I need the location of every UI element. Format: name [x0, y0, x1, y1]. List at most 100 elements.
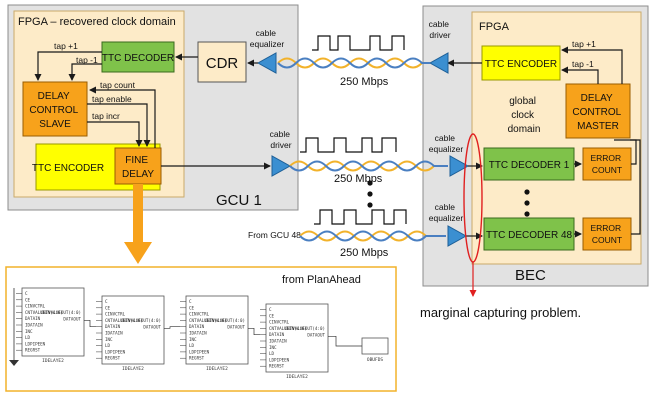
bot-rate-label: 250 Mbps: [340, 247, 389, 259]
idelaye2-block: [101, 295, 165, 365]
bec-cable-driver-icon: [428, 52, 449, 74]
bec-eq1-line2: equalizer: [429, 144, 464, 154]
idelaye2-port: CINVCTRL: [269, 320, 290, 325]
bec-drv-line1: cable: [429, 19, 450, 29]
idelaye2-port: LD: [269, 351, 275, 356]
gcu-fine-delay-line2: DELAY: [122, 169, 154, 180]
bec-tap-minus-label: tap -1: [572, 59, 594, 69]
idelaye2-port: IDATAIN: [25, 323, 43, 328]
bec-ec48-line1: ERROR: [590, 223, 621, 233]
bec-dot-1: [524, 189, 530, 195]
bec-gcd-line3: domain: [508, 124, 541, 135]
idelaye2-chain-wire: [84, 319, 96, 328]
gcu-ttc-encoder-label: TTC ENCODER: [32, 163, 104, 174]
idelaye2-out-port: DATAOUT: [227, 324, 245, 329]
arrow-tap-minus: [68, 63, 102, 81]
idelaye2-port: CNTVALUEIN(4:0): [25, 310, 63, 315]
gcu-tap-enable-label: tap enable: [92, 94, 132, 104]
bec-gcd-line2: clock: [511, 110, 535, 121]
bec-error-count-1-label: ERROR COUNT: [590, 153, 623, 175]
bec-cable-equalizer-48-icon: [447, 225, 468, 247]
gcu-tap-count-label: tap count: [100, 80, 136, 90]
idelaye2-out-port: CNTVALUEOUT(4:0): [205, 318, 245, 323]
idelaye2-port: LD: [25, 335, 31, 340]
gcu-drv-line2: driver: [270, 140, 291, 150]
bot-cable-blue: [299, 230, 446, 242]
bec-ttc-decoder-1: [483, 147, 575, 181]
big-arrow-shaft: [133, 184, 143, 244]
gcu-drv-line1: cable: [270, 129, 291, 139]
bec-equalizer-48-label: cable equalizer: [429, 202, 464, 223]
gcu-fpga-title: FPGA – recovered clock domain: [18, 16, 176, 28]
bec-ec1-line2: COUNT: [592, 165, 622, 175]
bec-error-count-48-label: ERROR COUNT: [590, 223, 623, 245]
bec-ttc-encoder-label: TTC ENCODER: [485, 59, 557, 70]
idelaye2-port: INC: [269, 345, 277, 350]
bec-dcm-line3: MASTER: [577, 121, 619, 132]
gcu-ttc-decoder: [101, 41, 175, 73]
bec-dot-2: [524, 200, 530, 206]
bec-ec48-line2: COUNT: [592, 235, 622, 245]
idelaye2-port: C: [105, 299, 108, 304]
arrow-tap-plus: [34, 51, 102, 81]
marginal-capture-annotation: marginal capturing problem.: [420, 305, 581, 320]
idelaye2-port: LDPIPEEN: [25, 341, 46, 346]
idelaye2-port: LDPIPEEN: [189, 349, 210, 354]
gcu-cable-driver-icon: [271, 155, 292, 177]
obufds-block: [361, 337, 389, 355]
gcu-dcs-line2: CONTROL: [29, 105, 78, 116]
bec-panel-label: BEC: [515, 267, 546, 284]
bec-dot-3: [524, 211, 530, 217]
arrow-ec1-to-dcm: [614, 139, 637, 165]
gcu-tap-minus-label: tap -1: [76, 55, 98, 65]
idelaye2-port: DATAIN: [269, 332, 285, 337]
idelaye2-port: CINVCTRL: [25, 304, 46, 309]
idelaye2-block: [21, 287, 85, 357]
gcu-fine-delay-line1: FINE: [125, 155, 148, 166]
link-dot-2: [367, 191, 373, 197]
idelaye2-out-port: CNTVALUEOUT(4:0): [41, 310, 81, 315]
idelaye2-port: CE: [25, 297, 31, 302]
top-waveform: [312, 35, 405, 51]
bec-cable-equalizer-1-icon: [449, 155, 470, 177]
idelaye2-port: CE: [105, 305, 111, 310]
idelaye2-block: [185, 295, 249, 365]
idelaye2-port: REGRST: [25, 348, 41, 353]
mid-waveform: [300, 137, 397, 153]
idelaye2-port: REGRST: [189, 356, 205, 361]
gcu-eq-line2: equalizer: [250, 39, 285, 49]
bec-ttc-decoder-48: [483, 217, 575, 251]
bec-eq48-line2: equalizer: [429, 213, 464, 223]
idelaye2-port: LD: [105, 343, 111, 348]
idelaye2-port: IDATAIN: [269, 339, 287, 344]
idelaye2-label: IDELAYE2: [122, 366, 144, 372]
idelaye2-port: INC: [25, 329, 33, 334]
gcu-delay-control-slave-label: DELAY CONTROL SLAVE: [29, 91, 80, 130]
bec-gcd-line1: global: [509, 96, 536, 107]
idelaye2-chain-wire: [164, 326, 180, 329]
obufds-label: OBUFDS: [367, 357, 384, 363]
arrow-tap-enable: [87, 103, 151, 147]
mid-cable-blue: [289, 160, 448, 172]
arrow-ec48-to-dcm: [630, 139, 641, 235]
bec-error-count-1: [582, 147, 632, 181]
bec-tap-plus-label: tap +1: [572, 39, 596, 49]
gcu-dcs-line3: SLAVE: [39, 119, 71, 130]
idelaye2-port: REGRST: [269, 364, 285, 369]
idelaye2-port: CINVCTRL: [189, 312, 210, 317]
idelaye2-out-wire: [328, 335, 344, 347]
idelaye2-port: DATAIN: [189, 324, 205, 329]
idelaye2-port: CNTVALUEIN(4:0): [105, 318, 143, 323]
bec-equalizer-1-label: cable equalizer: [429, 133, 464, 154]
idelaye2-port: CE: [189, 305, 195, 310]
bec-driver-label: cable driver: [429, 19, 452, 40]
bec-arrow-tap-plus: [561, 46, 623, 84]
bec-delay-control-master: [565, 83, 631, 139]
bec-ttc-decoder-1-label: TTC DECODER 1: [489, 160, 570, 171]
idelaye2-label: IDELAYE2: [206, 366, 228, 372]
gcu-eq-line1: cable: [256, 28, 277, 38]
link-dot-1: [367, 180, 373, 186]
idelaye2-port: DATAIN: [25, 316, 41, 321]
idelaye2-port: REGRST: [105, 356, 121, 361]
